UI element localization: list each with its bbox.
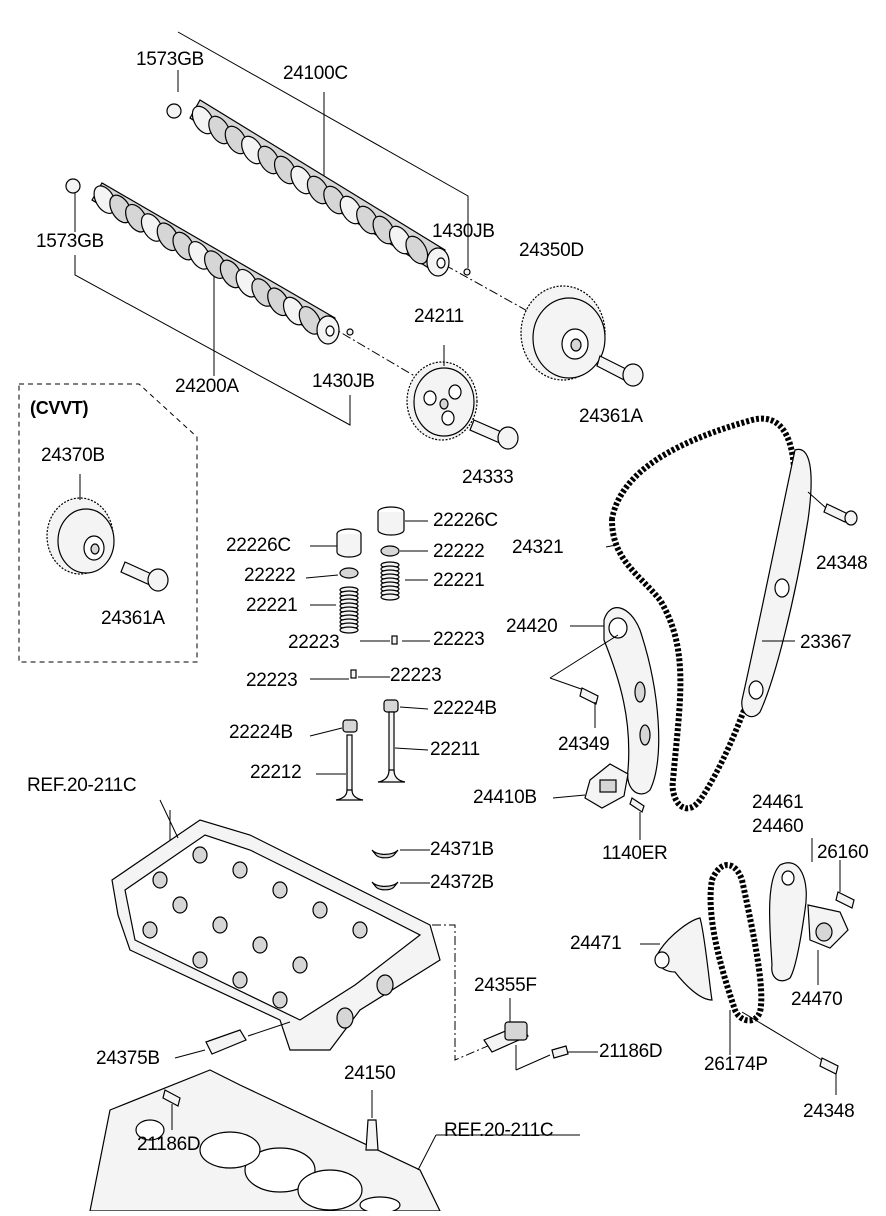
part-label-22224b-left: 22224B: [229, 722, 293, 743]
cvvt-box: [18, 383, 198, 663]
part-label-1430jb-bot: 1430JB: [312, 371, 375, 392]
part-label-ref-top: REF.20-211C: [27, 775, 137, 796]
cylinder-block: [89, 1069, 580, 1214]
part-label-24349: 24349: [558, 734, 610, 755]
part-label-26174p: 26174P: [704, 1054, 768, 1075]
part-label-26160: 26160: [817, 842, 869, 863]
part-label-ref-bottom: REF.20-211C: [444, 1120, 554, 1141]
part-label-22223-b: 22223: [433, 629, 485, 650]
part-label-24410b: 24410B: [473, 787, 537, 808]
part-label-22212: 22212: [250, 762, 302, 783]
part-label-22211: 22211: [430, 739, 480, 760]
part-label-24200a: 24200A: [175, 376, 239, 397]
part-label-24470: 24470: [791, 989, 843, 1010]
part-label-22221-right: 22221: [433, 570, 485, 591]
camshaft-intake: [166, 99, 471, 277]
part-label-24370b: 24370B: [41, 445, 105, 466]
part-label-1573gb-mid: 1573GB: [36, 231, 104, 252]
timing-chain-assembly: [549, 415, 858, 813]
cylinder-head: [111, 810, 441, 1055]
part-label-23367: 23367: [800, 632, 852, 653]
part-label-1430jb-top: 1430JB: [432, 221, 495, 242]
part-label-24348-bottom: 24348: [803, 1101, 855, 1122]
part-label-1140er: 1140ER: [602, 843, 668, 864]
part-label-22221-left: 22221: [246, 595, 298, 616]
part-label-24211: 24211: [414, 306, 464, 327]
camshaft-exhaust: [65, 178, 354, 345]
part-label-24355f: 24355F: [474, 975, 537, 996]
part-label-24333: 24333: [462, 467, 514, 488]
part-label-24348-top: 24348: [816, 553, 868, 574]
part-label-24375b: 24375B: [96, 1048, 160, 1069]
leader-lines: [159, 520, 841, 1130]
part-label-24460: 24460: [752, 816, 804, 837]
part-label-24461: 24461: [752, 792, 804, 813]
part-label-24371b: 24371B: [430, 839, 494, 860]
part-label-24100c: 24100C: [283, 63, 348, 84]
oil-pump-chain-assembly: [654, 838, 855, 1075]
part-label-1573gb-top: 1573GB: [136, 49, 204, 70]
part-label-24350d: 24350D: [519, 240, 584, 261]
cvvt-sprocket-24350d: [520, 285, 644, 387]
cvvt-box-title: (CVVT): [30, 398, 89, 418]
part-label-24321: 24321: [512, 537, 564, 558]
part-label-22226c-left: 22226C: [226, 535, 291, 556]
part-label-24361a-cvvt: 24361A: [101, 608, 165, 629]
valve-train-parts: [310, 506, 430, 891]
part-label-22223-c: 22223: [246, 670, 298, 691]
sprocket-24211: [406, 345, 519, 450]
part-label-22222-left: 22222: [244, 565, 296, 586]
part-label-21186d-right: 21186D: [599, 1041, 663, 1062]
part-label-24150: 24150: [344, 1063, 396, 1084]
part-label-22224b-right: 22224B: [433, 698, 497, 719]
part-label-24361a-top: 24361A: [579, 406, 643, 427]
part-label-22222-right: 22222: [433, 541, 485, 562]
oil-control-valve: [432, 924, 569, 1071]
part-label-24471: 24471: [570, 933, 622, 954]
part-label-22226c-right: 22226C: [433, 510, 498, 531]
part-label-24420: 24420: [506, 616, 558, 637]
part-label-24372b: 24372B: [430, 872, 494, 893]
part-label-21186d-left: 21186D: [137, 1134, 201, 1155]
camshaft-bracket-lines: [74, 31, 541, 426]
part-label-22223-a: 22223: [288, 632, 340, 653]
part-label-22223-d: 22223: [390, 665, 442, 686]
